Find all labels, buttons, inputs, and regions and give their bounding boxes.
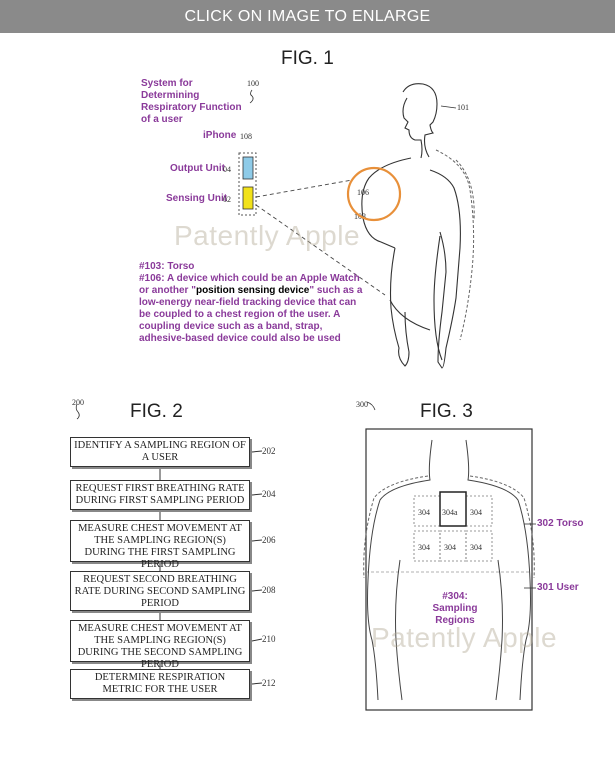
flow-ref-212: 212 — [262, 678, 276, 688]
fig1-output-label: Output Unit — [170, 163, 225, 174]
flow-ref-208: 208 — [262, 585, 276, 595]
flow-step-202: IDENTIFY A SAMPLING REGION OF A USER — [70, 437, 250, 467]
fig1-annotation: #103: Torso #106: A device which could b… — [139, 261, 369, 345]
fig2-ref: 200 — [72, 398, 84, 407]
flow-step-212: DETERMINE RESPIRATION METRIC FOR THE USE… — [70, 669, 250, 699]
fig3-user-label: 301 User — [537, 582, 579, 593]
enlarge-banner[interactable]: CLICK ON IMAGE TO ENLARGE — [0, 0, 615, 33]
flow-step-204: REQUEST FIRST BREATHING RATE DURING FIRS… — [70, 480, 250, 510]
flow-step-208: REQUEST SECOND BREATHING RATE DURING SEC… — [70, 571, 250, 611]
fig1-user-ref: 101 — [457, 103, 469, 112]
flow-step-210: MEASURE CHEST MOVEMENT AT THE SAMPLING R… — [70, 620, 250, 670]
fig1-sensing-label: Sensing Unit — [166, 193, 228, 204]
region-bottom-right: 304 — [470, 543, 482, 552]
fig1-sensing-ref: 02 — [223, 195, 231, 204]
fig1-output-ref: 04 — [223, 165, 231, 174]
fig3-annotation: #304: Sampling Regions — [432, 591, 478, 626]
flow-step-206: MEASURE CHEST MOVEMENT AT THE SAMPLING R… — [70, 520, 250, 570]
fig1-system-label: System for Determining Respiratory Funct… — [141, 78, 242, 125]
region-top-left: 304 — [418, 508, 430, 517]
fig3-ref: 300 — [356, 400, 368, 409]
flow-ref-204: 204 — [262, 489, 276, 499]
region-top-center: 304a — [442, 508, 458, 517]
flow-ref-202: 202 — [262, 446, 276, 456]
fig1-annotation-device-pre: #106: A device which could be an Apple W… — [139, 273, 360, 296]
fig1-annotation-torso: #103: Torso — [139, 261, 195, 272]
fig3-torso-label: 302 Torso — [537, 518, 584, 529]
fig1-system-ref: 100 — [247, 79, 259, 88]
fig1-watermark: Patently Apple — [174, 220, 361, 251]
region-top-right: 304 — [470, 508, 482, 517]
fig1-iphone-ref: 108 — [240, 132, 252, 141]
fig1-annotation-device-post: " such as a low-energy near-field tracki… — [139, 285, 363, 344]
region-bottom-left: 304 — [418, 543, 430, 552]
fig1-title: FIG. 1 — [281, 48, 334, 69]
flow-ref-210: 210 — [262, 634, 276, 644]
region-bottom-center: 304 — [444, 543, 456, 552]
fig1-iphone-label: iPhone — [203, 130, 237, 141]
fig3-watermark: Patently Apple — [371, 622, 558, 653]
fig3-title: FIG. 3 — [420, 401, 473, 422]
flow-ref-206: 206 — [262, 535, 276, 545]
fig1-annotation-device-bold: position sensing device — [195, 285, 310, 296]
fig1-annotation-device: #106: A device which could be an Apple W… — [139, 273, 369, 345]
fig2-title: FIG. 2 — [130, 401, 183, 422]
